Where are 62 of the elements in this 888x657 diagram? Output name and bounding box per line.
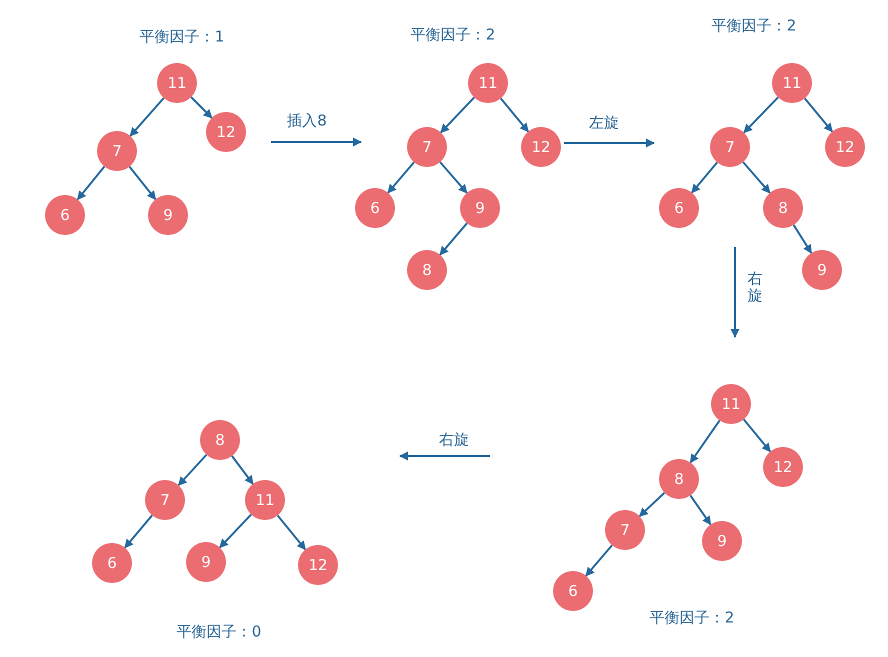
tree-node-circle: 9 [802,250,842,290]
balance-factor-label: 平衡因子：1 [140,28,224,46]
tree-node-circle: 6 [355,188,395,228]
arrow [585,544,613,576]
arrow [178,454,208,486]
tree-node-circle: 6 [92,543,132,583]
arrow [76,166,106,200]
tree-node-circle: 8 [200,420,240,460]
arrow [690,420,720,464]
arrow [500,98,530,132]
arrow [690,494,712,526]
arrow [128,166,156,200]
arrow [190,96,213,119]
arrow [439,222,468,256]
arrow [276,514,306,550]
arrow [792,224,812,254]
tree-node-circle: 7 [407,127,447,167]
arrow [231,455,254,485]
tree-node-circle: 11 [157,63,197,103]
arrow [743,96,779,134]
arrow [638,492,666,517]
tree-node-circle: 7 [605,510,645,550]
tree-node-circle: 12 [298,545,338,585]
tree-node-circle: 6 [45,195,85,235]
balance-factor-label: 平衡因子：0 [176,622,262,642]
tree-node-circle: 9 [702,521,742,561]
step-label: 插入8 [287,112,327,130]
arrow [742,161,771,194]
tree-node-circle: 9 [460,188,500,228]
tree-node-circle: 7 [145,480,185,520]
tree-node-circle: 12 [825,127,865,167]
tree-node-circle: 9 [186,542,226,582]
step-label: 左旋 [589,114,619,132]
tree-node-circle: 8 [407,250,447,290]
step-label: 右旋 [439,430,469,450]
tree-node-circle: 8 [659,459,699,499]
tree-node-circle: 11 [245,480,285,520]
arrow [691,162,718,194]
tree-node-circle: 11 [468,63,508,103]
arrow [387,162,415,194]
step-label: 右旋 [748,270,762,304]
tree-node-circle: 7 [710,127,750,167]
balance-factor-label: 平衡因子：2 [410,26,496,44]
tree-node-circle: 9 [148,195,188,235]
tree-node-circle: 11 [711,384,751,424]
tree-node-circle: 6 [659,188,699,228]
tree-node-circle: 8 [763,188,803,228]
balance-factor-label: 平衡因子：2 [712,16,796,36]
tree-node-circle: 7 [97,131,137,171]
tree-node-circle: 11 [772,63,812,103]
arrow [440,96,475,134]
tree-node-circle: 12 [206,112,246,152]
tree-node-circle: 12 [763,447,803,487]
arrow [129,97,165,137]
arrow [439,161,468,194]
tree-node-circle: 6 [553,571,593,611]
arrow [124,514,153,548]
arrow [219,514,252,548]
tree-node-circle: 12 [521,127,561,167]
arrow [804,98,834,132]
arrow [742,418,772,452]
balance-factor-label: 平衡因子：2 [650,608,734,628]
